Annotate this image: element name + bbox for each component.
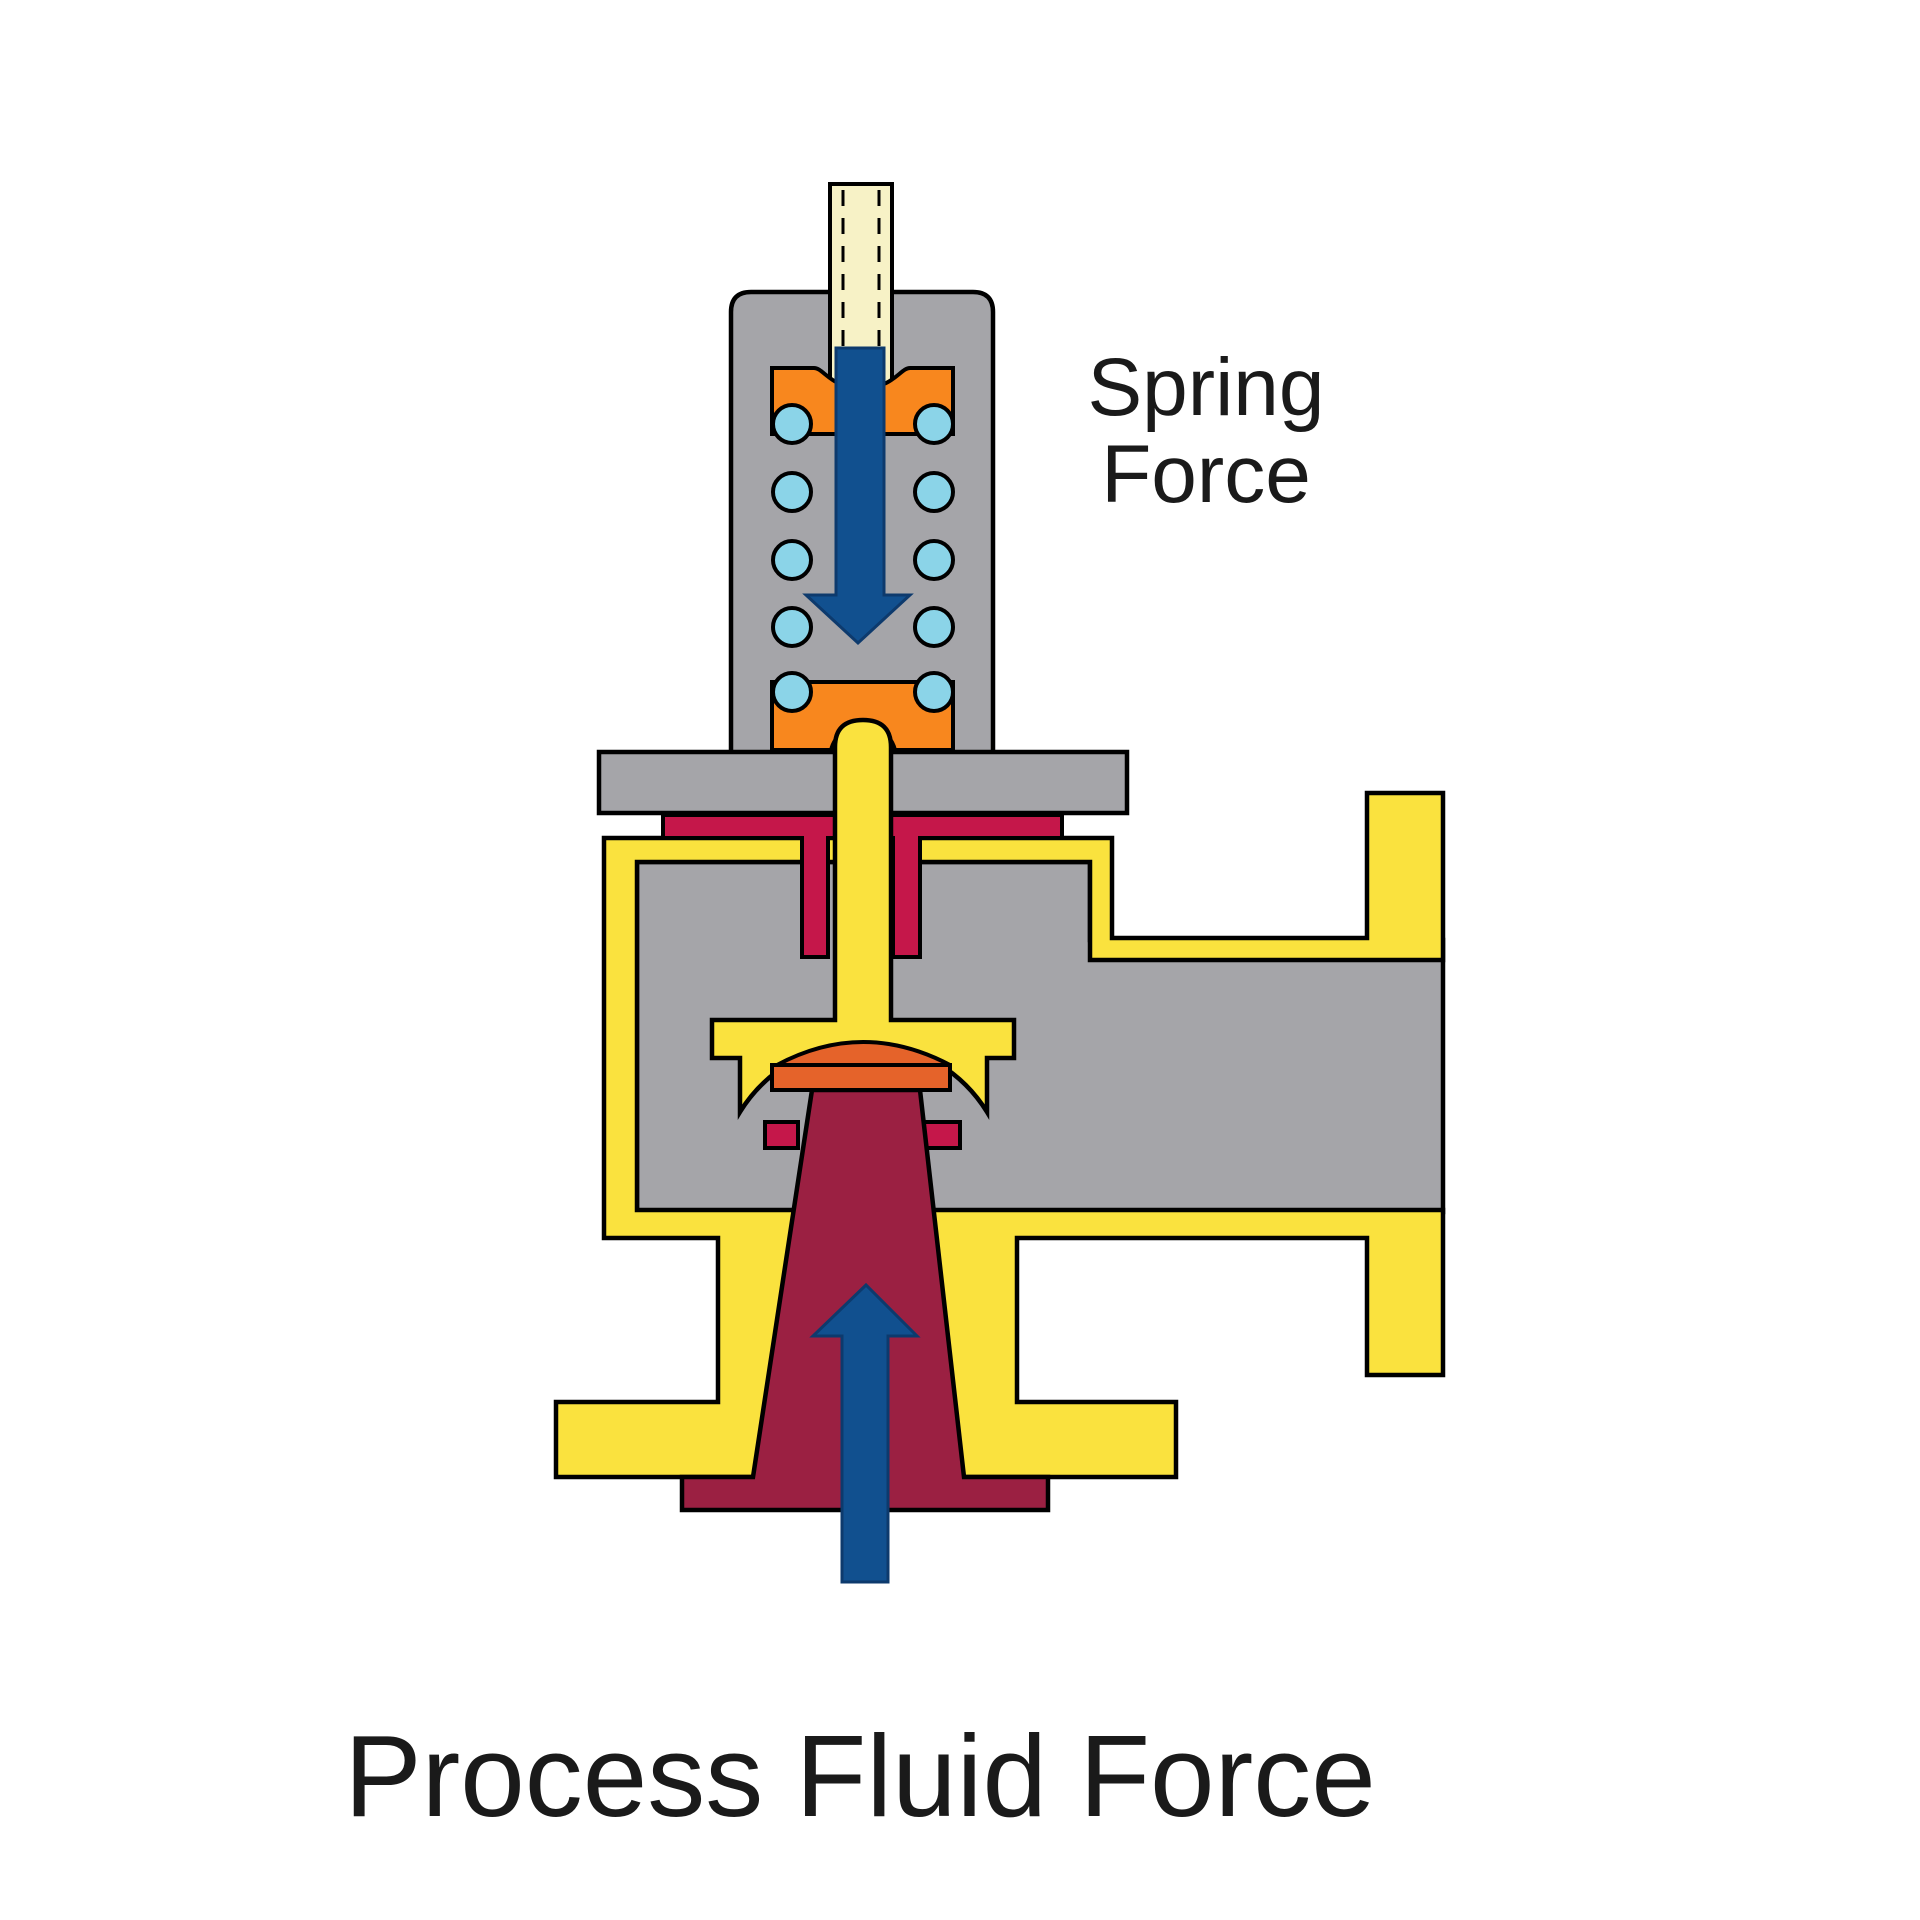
spring-coil	[913, 606, 955, 648]
valve-disc	[770, 1063, 952, 1092]
spring-force-arrow	[802, 346, 914, 646]
spring-coil	[771, 539, 813, 581]
spring-coils	[771, 403, 955, 713]
process-fluid-force-label: Process Fluid Force	[344, 1711, 1375, 1841]
nozzle-ring-left	[763, 1120, 800, 1150]
spring-coil	[771, 606, 813, 648]
spring-coil	[913, 403, 955, 445]
nozzle-ring-right	[921, 1120, 962, 1150]
spring-coil	[913, 671, 955, 713]
spring-coil	[771, 403, 813, 445]
spring-coil	[771, 471, 813, 513]
valve-disc-dome	[776, 1040, 951, 1067]
fluid-force-arrow	[809, 1282, 921, 1584]
spring-coil	[913, 471, 955, 513]
spring-force-label-line2: Force	[1101, 429, 1311, 520]
adjusting-screw	[828, 182, 894, 390]
spring-coil	[913, 539, 955, 581]
spring-force-label-line1: Spring	[1087, 342, 1324, 433]
spring-coil	[771, 671, 813, 713]
